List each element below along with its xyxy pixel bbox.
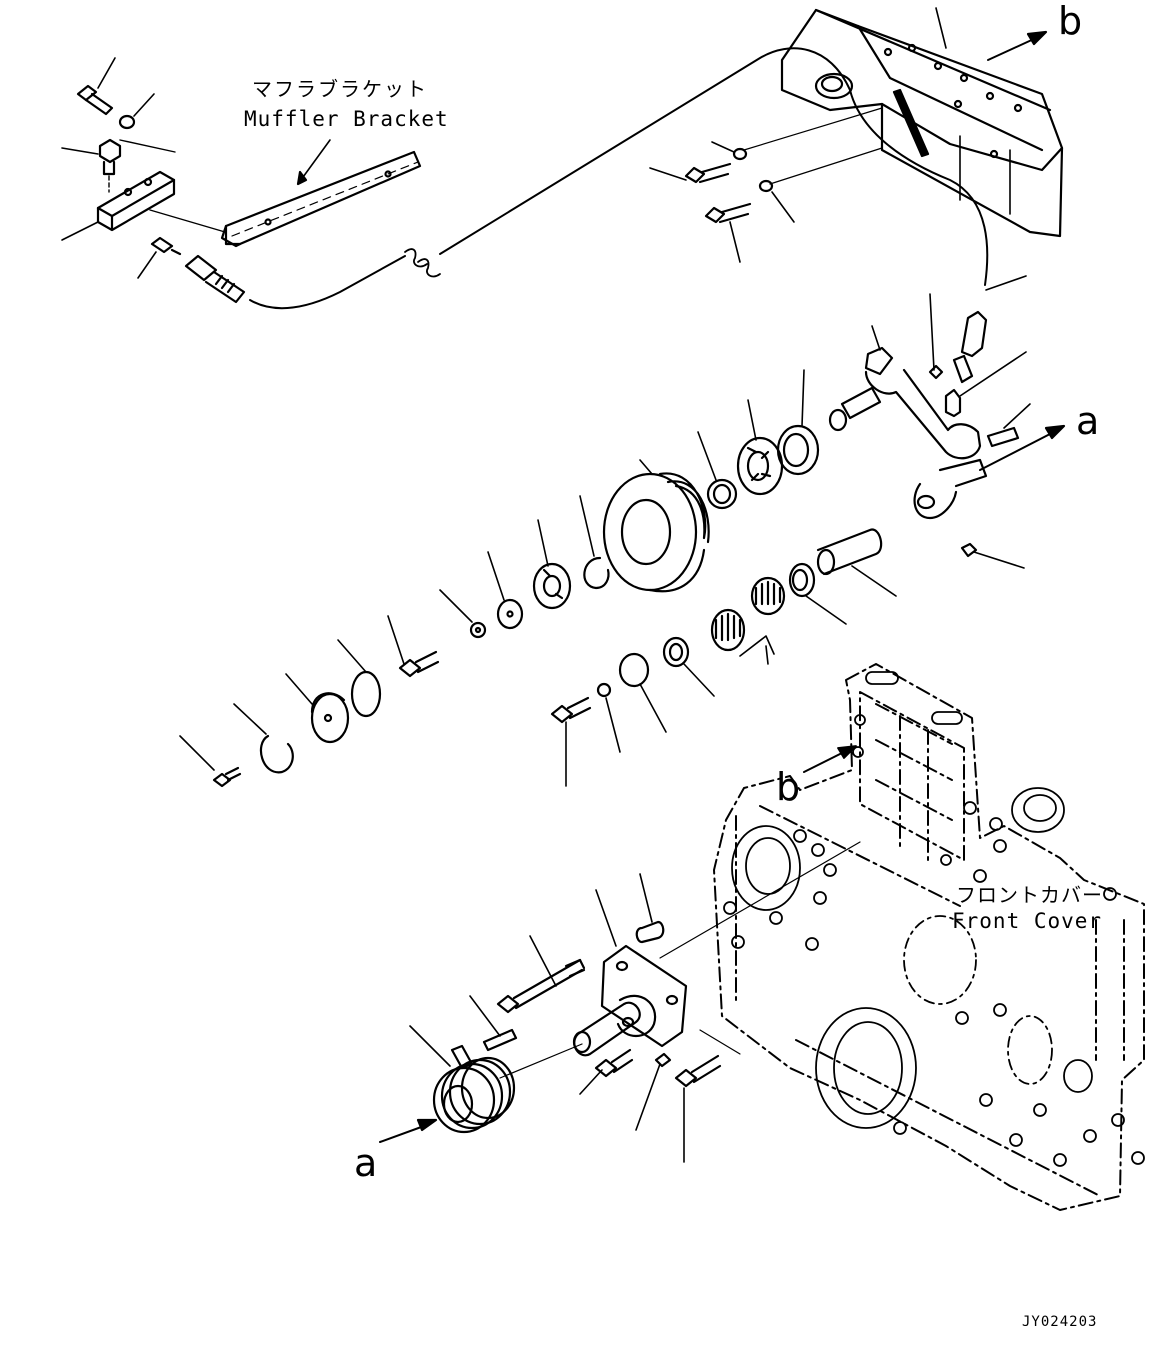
lock-washer <box>596 682 621 753</box>
grease-hose <box>249 255 406 310</box>
bearing-left <box>532 519 572 610</box>
coil-spring <box>409 1025 516 1134</box>
bushing-set <box>550 528 897 787</box>
muffler-bracket-jp-label: マフラブラケット <box>252 77 428 101</box>
center-bolt <box>387 615 440 678</box>
reference-b-middle: b <box>776 765 800 809</box>
front-cover <box>713 663 1145 1211</box>
nipple-fitting <box>137 236 182 279</box>
hose-end-left <box>184 254 246 304</box>
muffler-bracket-en-label: Muffler Bracket <box>244 107 449 131</box>
front-cover-jp-label: フロントカバー <box>956 883 1103 907</box>
pin-bottom <box>469 995 518 1052</box>
seal-lower <box>788 562 847 625</box>
mounting-bracket <box>780 7 1064 238</box>
thrust-washer <box>487 551 524 630</box>
figure-id: JY024203 <box>1022 1314 1097 1330</box>
dowel-small <box>635 1052 672 1131</box>
front-cover-details <box>723 671 1145 1167</box>
end-cap <box>285 673 350 744</box>
long-bolt <box>496 935 586 1014</box>
spacer-ring <box>697 431 738 510</box>
pulley <box>602 459 710 593</box>
seal-ring-right <box>776 369 820 476</box>
seal-ring-small <box>662 636 715 697</box>
bolt-housing-right <box>674 1054 722 1163</box>
grease-fitting-left <box>61 138 122 193</box>
idler-arm <box>828 275 1066 569</box>
snap-ring-upper <box>579 495 610 590</box>
muffler-bracket-plate <box>220 139 422 248</box>
front-cover-en-label: Front Cover <box>952 909 1102 933</box>
pulley-stack <box>179 369 820 788</box>
tensioner-assembly <box>379 841 861 1163</box>
bracket-bolts <box>649 107 883 263</box>
bearing-right <box>736 399 784 496</box>
washer-top-left <box>118 93 155 130</box>
nut-small <box>439 589 487 639</box>
reference-a-bottom: a <box>354 1141 377 1185</box>
reference-b-top: b <box>1058 0 1082 43</box>
snap-ring-lower <box>233 703 294 774</box>
adapter-block <box>61 170 176 241</box>
small-bolt-left <box>179 735 242 788</box>
bolt-lower-middle <box>550 696 592 787</box>
bushing <box>816 528 897 597</box>
bolt-top-left <box>76 57 116 116</box>
bracket-housing <box>572 889 688 1057</box>
dowel-top <box>635 873 665 944</box>
plate-washer <box>618 652 667 733</box>
o-ring <box>337 639 382 718</box>
bolt-housing-left <box>579 1048 634 1095</box>
muffler-bracket-assembly <box>61 47 989 310</box>
needle-bearing-pair <box>710 576 786 665</box>
reference-a-top: a <box>1076 399 1099 443</box>
